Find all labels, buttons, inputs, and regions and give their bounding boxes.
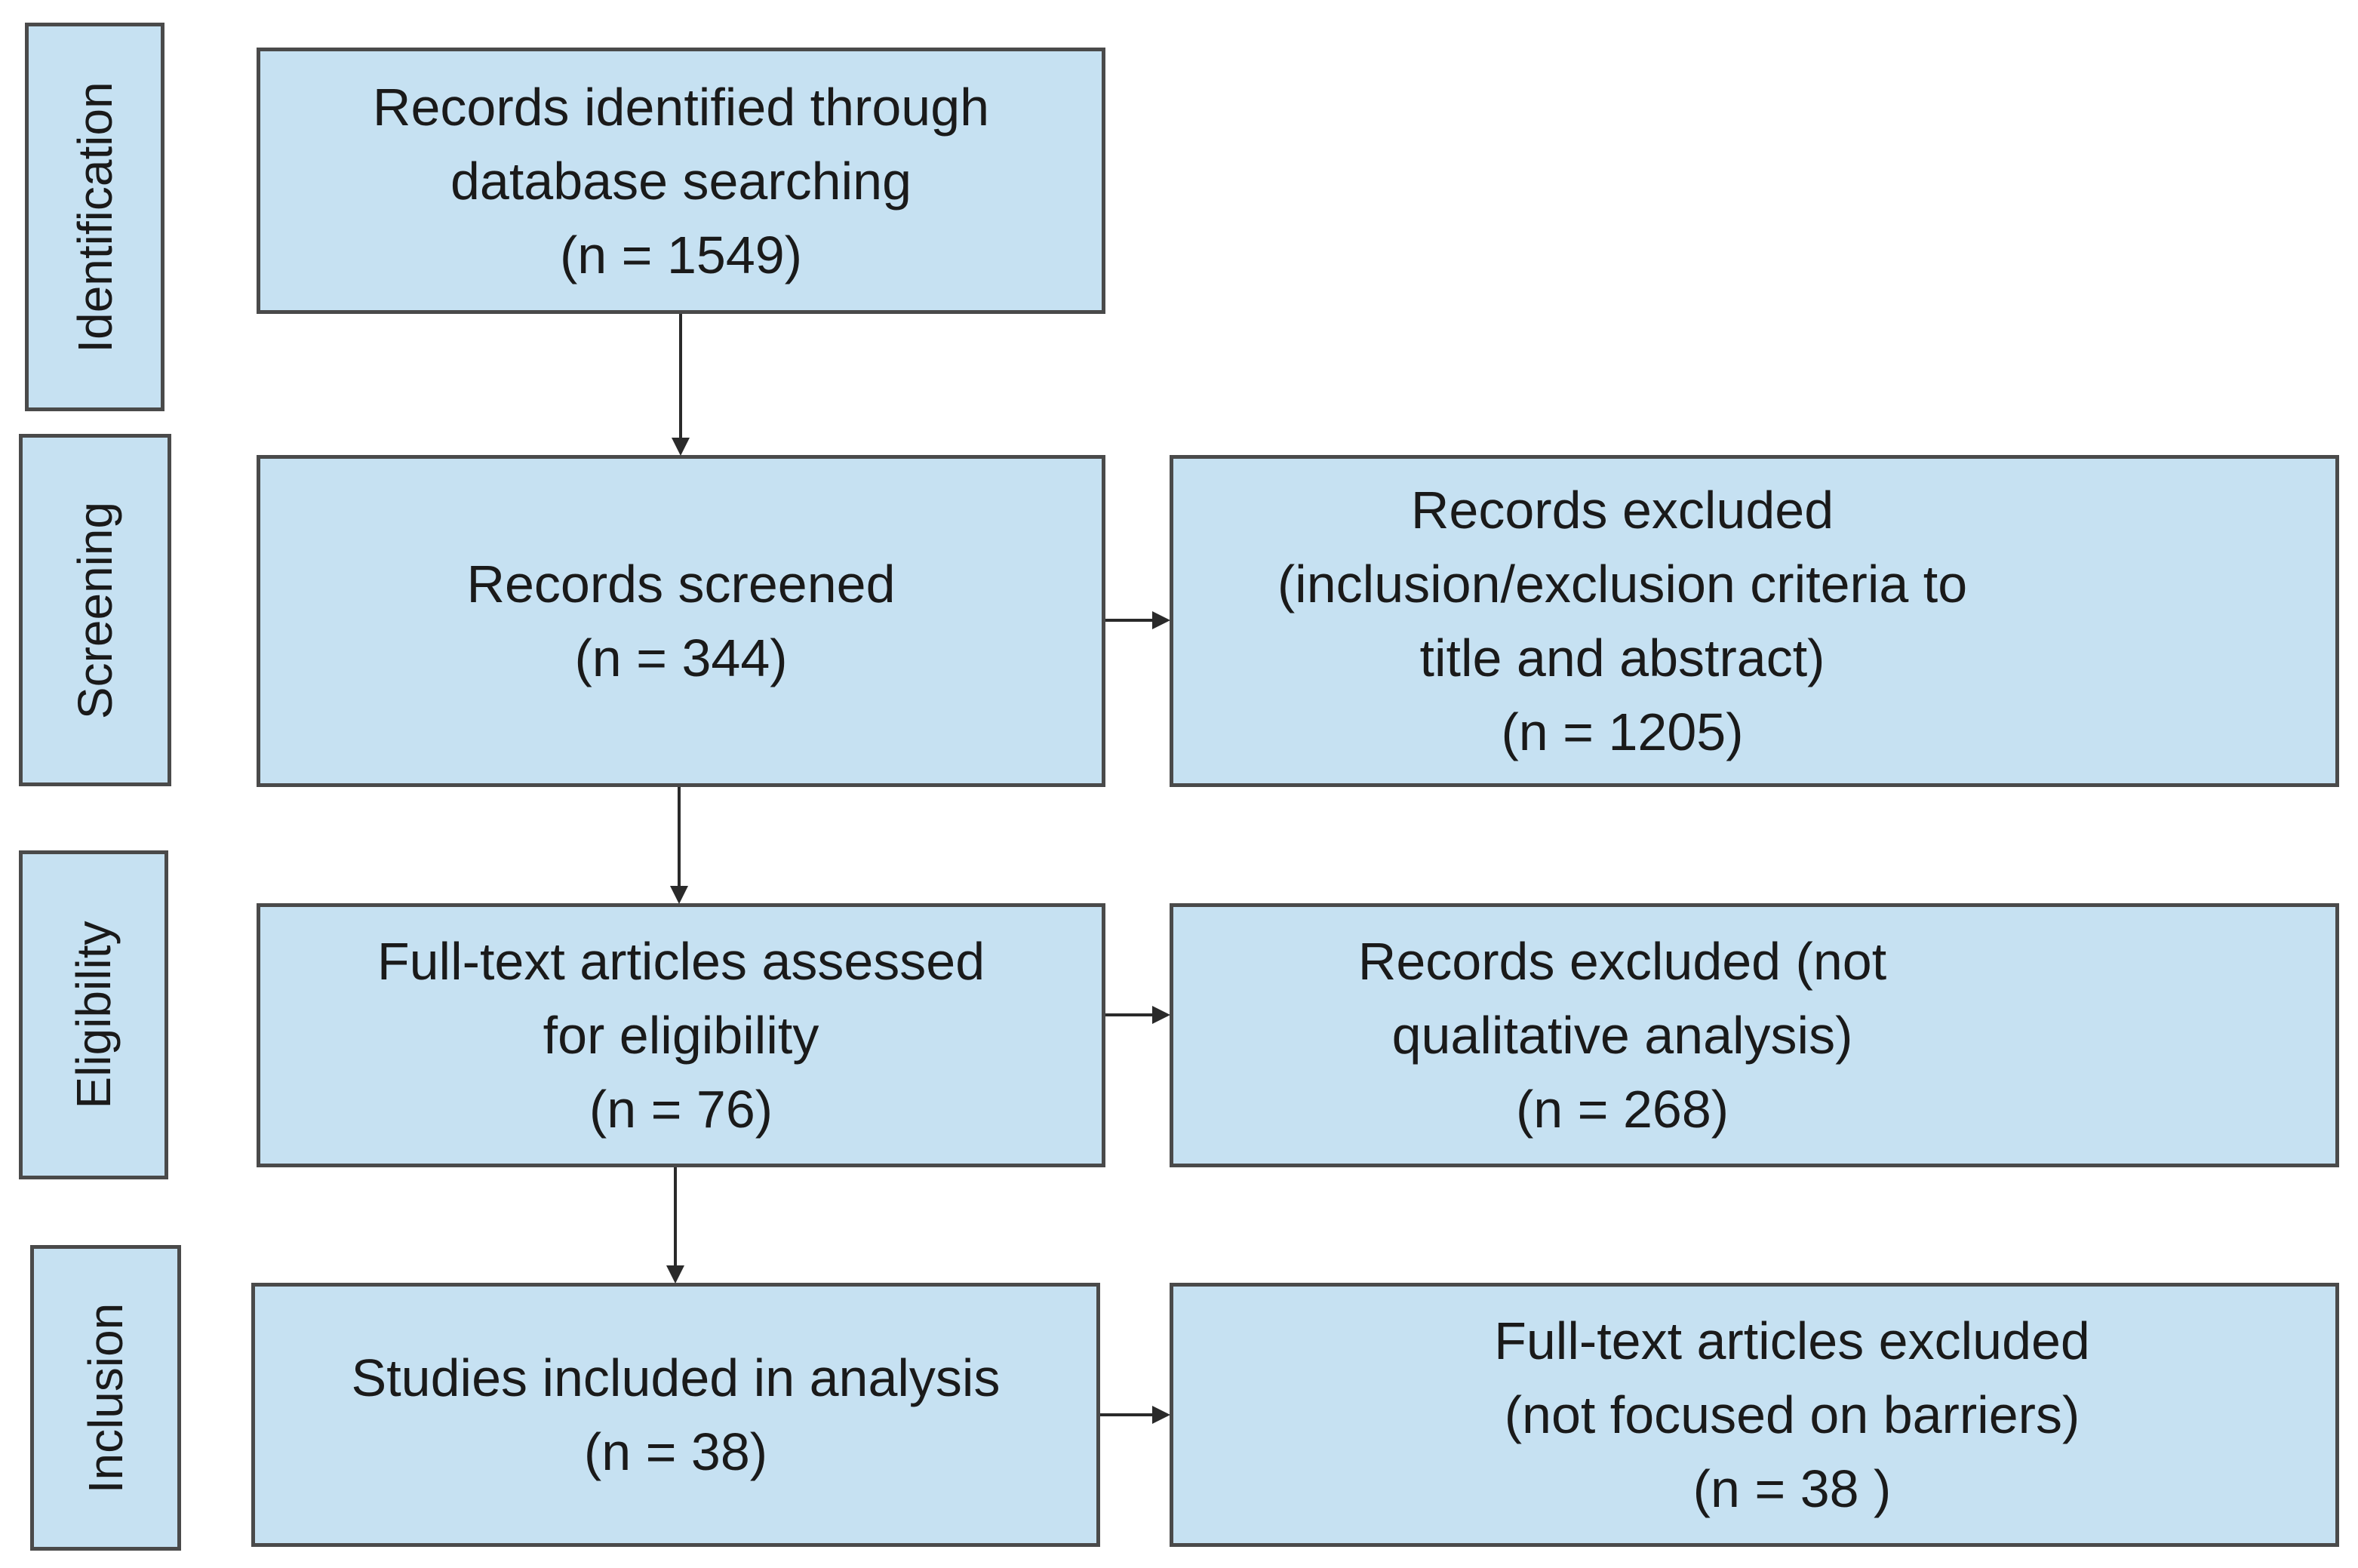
box-line: (n = 76) [589,1080,773,1139]
box-records-excluded-screening: Records excluded (inclusion/exclusion cr… [1170,455,2339,787]
box-records-screened: Records screened (n = 344) [257,455,1105,787]
box-records-screened-text: Records screened (n = 344) [260,547,1102,695]
stage-inclusion: Inclusion [30,1245,181,1551]
box-studies-included: Studies included in analysis (n = 38) [251,1283,1100,1547]
box-fulltext-excluded: Full-text articles excluded (not focused… [1170,1283,2339,1547]
box-line: (n = 344) [574,629,788,687]
box-line: Records screened [466,555,896,613]
box-records-identified: Records identified through database sear… [257,48,1105,314]
box-line: (not focused on barriers) [1504,1385,2080,1444]
box-fulltext-excluded-text: Full-text articles excluded (not focused… [1339,1304,2245,1526]
box-line: (n = 1205) [1501,703,1744,761]
box-line: Studies included in analysis [351,1348,1001,1407]
box-line: database searching [450,151,912,211]
box-records-excluded-eligibility-text: Records excluded (not qualitative analys… [1173,924,2071,1146]
box-line: Full-text articles excluded [1494,1311,2090,1370]
box-line: (n = 38) [583,1422,768,1481]
stage-eligibility: Eligibility [19,850,168,1179]
box-fulltext-assessed-text: Full-text articles assessed for eligibil… [260,924,1102,1146]
box-line: (n = 268) [1515,1080,1729,1139]
box-line: (inclusion/exclusion criteria to [1277,555,1968,613]
box-records-excluded-screening-text: Records excluded (inclusion/exclusion cr… [1173,473,2071,769]
stage-screening: Screening [19,434,171,786]
box-line: Records identified through [372,77,990,137]
box-line: Full-text articles assessed [377,932,985,991]
box-line: qualitative analysis) [1391,1006,1853,1065]
box-records-excluded-eligibility: Records excluded (not qualitative analys… [1170,903,2339,1167]
box-records-identified-text: Records identified through database sear… [260,70,1102,292]
box-line: title and abstract) [1419,629,1825,687]
stage-identification: Identification [25,23,164,411]
box-line: for eligibility [543,1006,819,1065]
box-studies-included-text: Studies included in analysis (n = 38) [255,1341,1096,1489]
box-fulltext-assessed: Full-text articles assessed for eligibil… [257,903,1105,1167]
box-line: Records excluded (not [1357,932,1887,991]
box-line: Records excluded [1410,481,1834,540]
box-line: (n = 38 ) [1692,1459,1892,1518]
box-line: (n = 1549) [559,225,803,284]
